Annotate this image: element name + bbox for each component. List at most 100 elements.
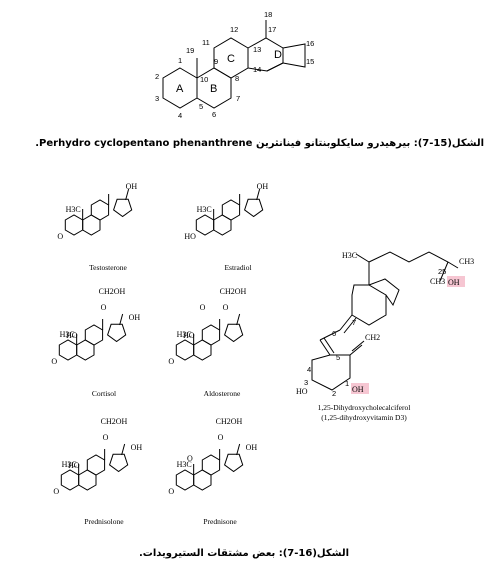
testosterone-h3c: H3C xyxy=(66,205,81,214)
aldosterone-o-20: O xyxy=(223,303,229,312)
testosterone-c17-bond xyxy=(125,188,130,201)
vitd-ho-3: HO xyxy=(296,387,308,396)
compound-subname-vitamin-d: (1,25-dihydroxyvitamin D3) xyxy=(321,413,407,422)
vitamin-d-structure xyxy=(311,251,459,391)
aldosterone-ch2oh: CH2OH xyxy=(220,287,247,296)
nucleus-number-19: 19 xyxy=(186,46,194,55)
oh-1-highlight xyxy=(351,383,369,394)
prednisolone-ho-11: HO xyxy=(68,461,80,470)
nucleus-number-15: 15 xyxy=(306,57,314,66)
prednisolone-ring-d xyxy=(109,453,129,473)
estradiol-h3c: H3C xyxy=(197,205,212,214)
prednisolone-ring-c xyxy=(86,454,106,476)
vitd-number-1: 1 xyxy=(345,379,349,388)
compound-name-estradiol: Estradiol xyxy=(224,263,251,272)
vitd-ch2: CH2 xyxy=(365,333,380,342)
prednisolone-ch2oh: CH2OH xyxy=(101,417,128,426)
compound-name-testosterone: Testosterone xyxy=(89,263,127,272)
testosterone-ring-d xyxy=(113,198,133,218)
prednisolone-h3c: H3C xyxy=(62,460,77,469)
nucleus-number-12: 12 xyxy=(230,25,238,34)
vitd-h3c: H3C xyxy=(342,251,357,260)
cortisol-c17-bond xyxy=(119,313,124,326)
prednisone-o-20: O xyxy=(218,433,224,442)
estradiol-ring-a xyxy=(195,214,215,236)
vitd-c25-methyl xyxy=(439,261,449,282)
vitd-number-3: 3 xyxy=(304,378,308,387)
aldosterone-h3c: H3C xyxy=(177,330,192,339)
vitd-number-7: 7 xyxy=(352,318,356,327)
prednisolone-ring-a xyxy=(60,469,80,491)
prednisone-oh-17: OH xyxy=(246,443,258,452)
nucleus-number-7: 7 xyxy=(236,94,240,103)
testosterone-ring-c xyxy=(90,199,110,221)
aldosterone-ring-a xyxy=(175,339,195,361)
caption-figure-16-7: الشكل(16-7): بعض مشتقات الستيرويدات. xyxy=(139,548,349,559)
aldosterone-o-18: O xyxy=(200,303,206,312)
prednisone-ring-c xyxy=(201,454,221,476)
prednisolone-c17-bond xyxy=(121,443,126,456)
nucleus-number-16: 16 xyxy=(306,39,314,48)
nucleus-number-8: 8 xyxy=(235,74,239,83)
nucleus-number-11: 11 xyxy=(202,38,210,47)
vitd-number-2: 2 xyxy=(332,389,336,398)
cortisol-ch2oh: CH2OH xyxy=(99,287,126,296)
cortisol-ring-c xyxy=(84,324,104,346)
aldosterone-o-3: O xyxy=(168,357,174,366)
estradiol-c17-bond xyxy=(256,188,261,201)
prednisone-ring-d xyxy=(224,453,244,473)
vitd-number-4: 4 xyxy=(307,365,311,374)
vitd-number-6: 6 xyxy=(332,329,336,338)
estradiol-ring-d xyxy=(244,198,264,218)
vitd-oh-1: OH xyxy=(352,385,364,394)
nucleus-number-4: 4 xyxy=(178,111,182,120)
ring-label-b: B xyxy=(210,83,217,95)
prednisone-ring-a xyxy=(175,469,195,491)
aldosterone-ring-d xyxy=(224,323,244,343)
cortisol-o-3: O xyxy=(51,357,57,366)
prednisolone-o-20: O xyxy=(103,433,109,442)
cortisol-ring-d xyxy=(107,323,127,343)
nucleus-number-10: 10 xyxy=(200,75,208,84)
steroid-nucleus xyxy=(162,20,306,109)
estradiol-ho: HO xyxy=(184,232,196,241)
nucleus-number-9: 9 xyxy=(214,57,218,66)
nucleus-number-2: 2 xyxy=(155,72,159,81)
aldosterone-ring-c xyxy=(201,324,221,346)
oh-25-highlight xyxy=(447,276,465,287)
vitd-ch3-bottom: CH3 xyxy=(430,277,445,286)
prednisolone-o-3: O xyxy=(53,487,59,496)
prednisone-ch2oh: CH2OH xyxy=(216,417,243,426)
ring-label-d: D xyxy=(274,49,282,61)
ring-label-a: A xyxy=(176,83,184,95)
nucleus-number-6: 6 xyxy=(212,110,216,119)
nucleus-number-1: 1 xyxy=(178,56,182,65)
estradiol-ring-c xyxy=(221,199,241,221)
nucleus-number-14: 14 xyxy=(253,65,261,74)
nucleus-number-13: 13 xyxy=(253,45,261,54)
prednisolone-oh-17: OH xyxy=(131,443,143,452)
nucleus-number-3: 3 xyxy=(155,94,159,103)
ring-label-c: C xyxy=(227,53,235,65)
prednisone-c17-bond xyxy=(236,443,241,456)
vitd-number-5: 5 xyxy=(336,353,340,362)
cortisol-ring-a xyxy=(58,339,78,361)
nucleus-number-17: 17 xyxy=(268,25,276,34)
cortisol-o-20: O xyxy=(101,303,107,312)
vitd-oh-25: OH xyxy=(448,278,460,287)
compound-name-vitamin-d: 1,25-Dihydroxycholecalciferol xyxy=(318,403,411,412)
compound-name-cortisol: Cortisol xyxy=(92,389,116,398)
nucleus-number-5: 5 xyxy=(199,102,203,111)
vitd-ch3-top: CH3 xyxy=(459,257,474,266)
cortisol-ho-11: HO xyxy=(66,331,78,340)
aldosterone-ho-11: HO xyxy=(183,331,195,340)
aldosterone-c17-bond xyxy=(236,313,241,326)
prednisone-o-3: O xyxy=(168,487,174,496)
testosterone-oh: OH xyxy=(126,182,138,191)
nucleus-number-18: 18 xyxy=(264,10,272,19)
prednisone-o-11: O xyxy=(187,454,193,463)
vitd-number-25: 25 xyxy=(438,267,446,276)
compound-name-prednisone: Prednisone xyxy=(203,517,237,526)
prednisone-h3c: H3C xyxy=(177,460,192,469)
